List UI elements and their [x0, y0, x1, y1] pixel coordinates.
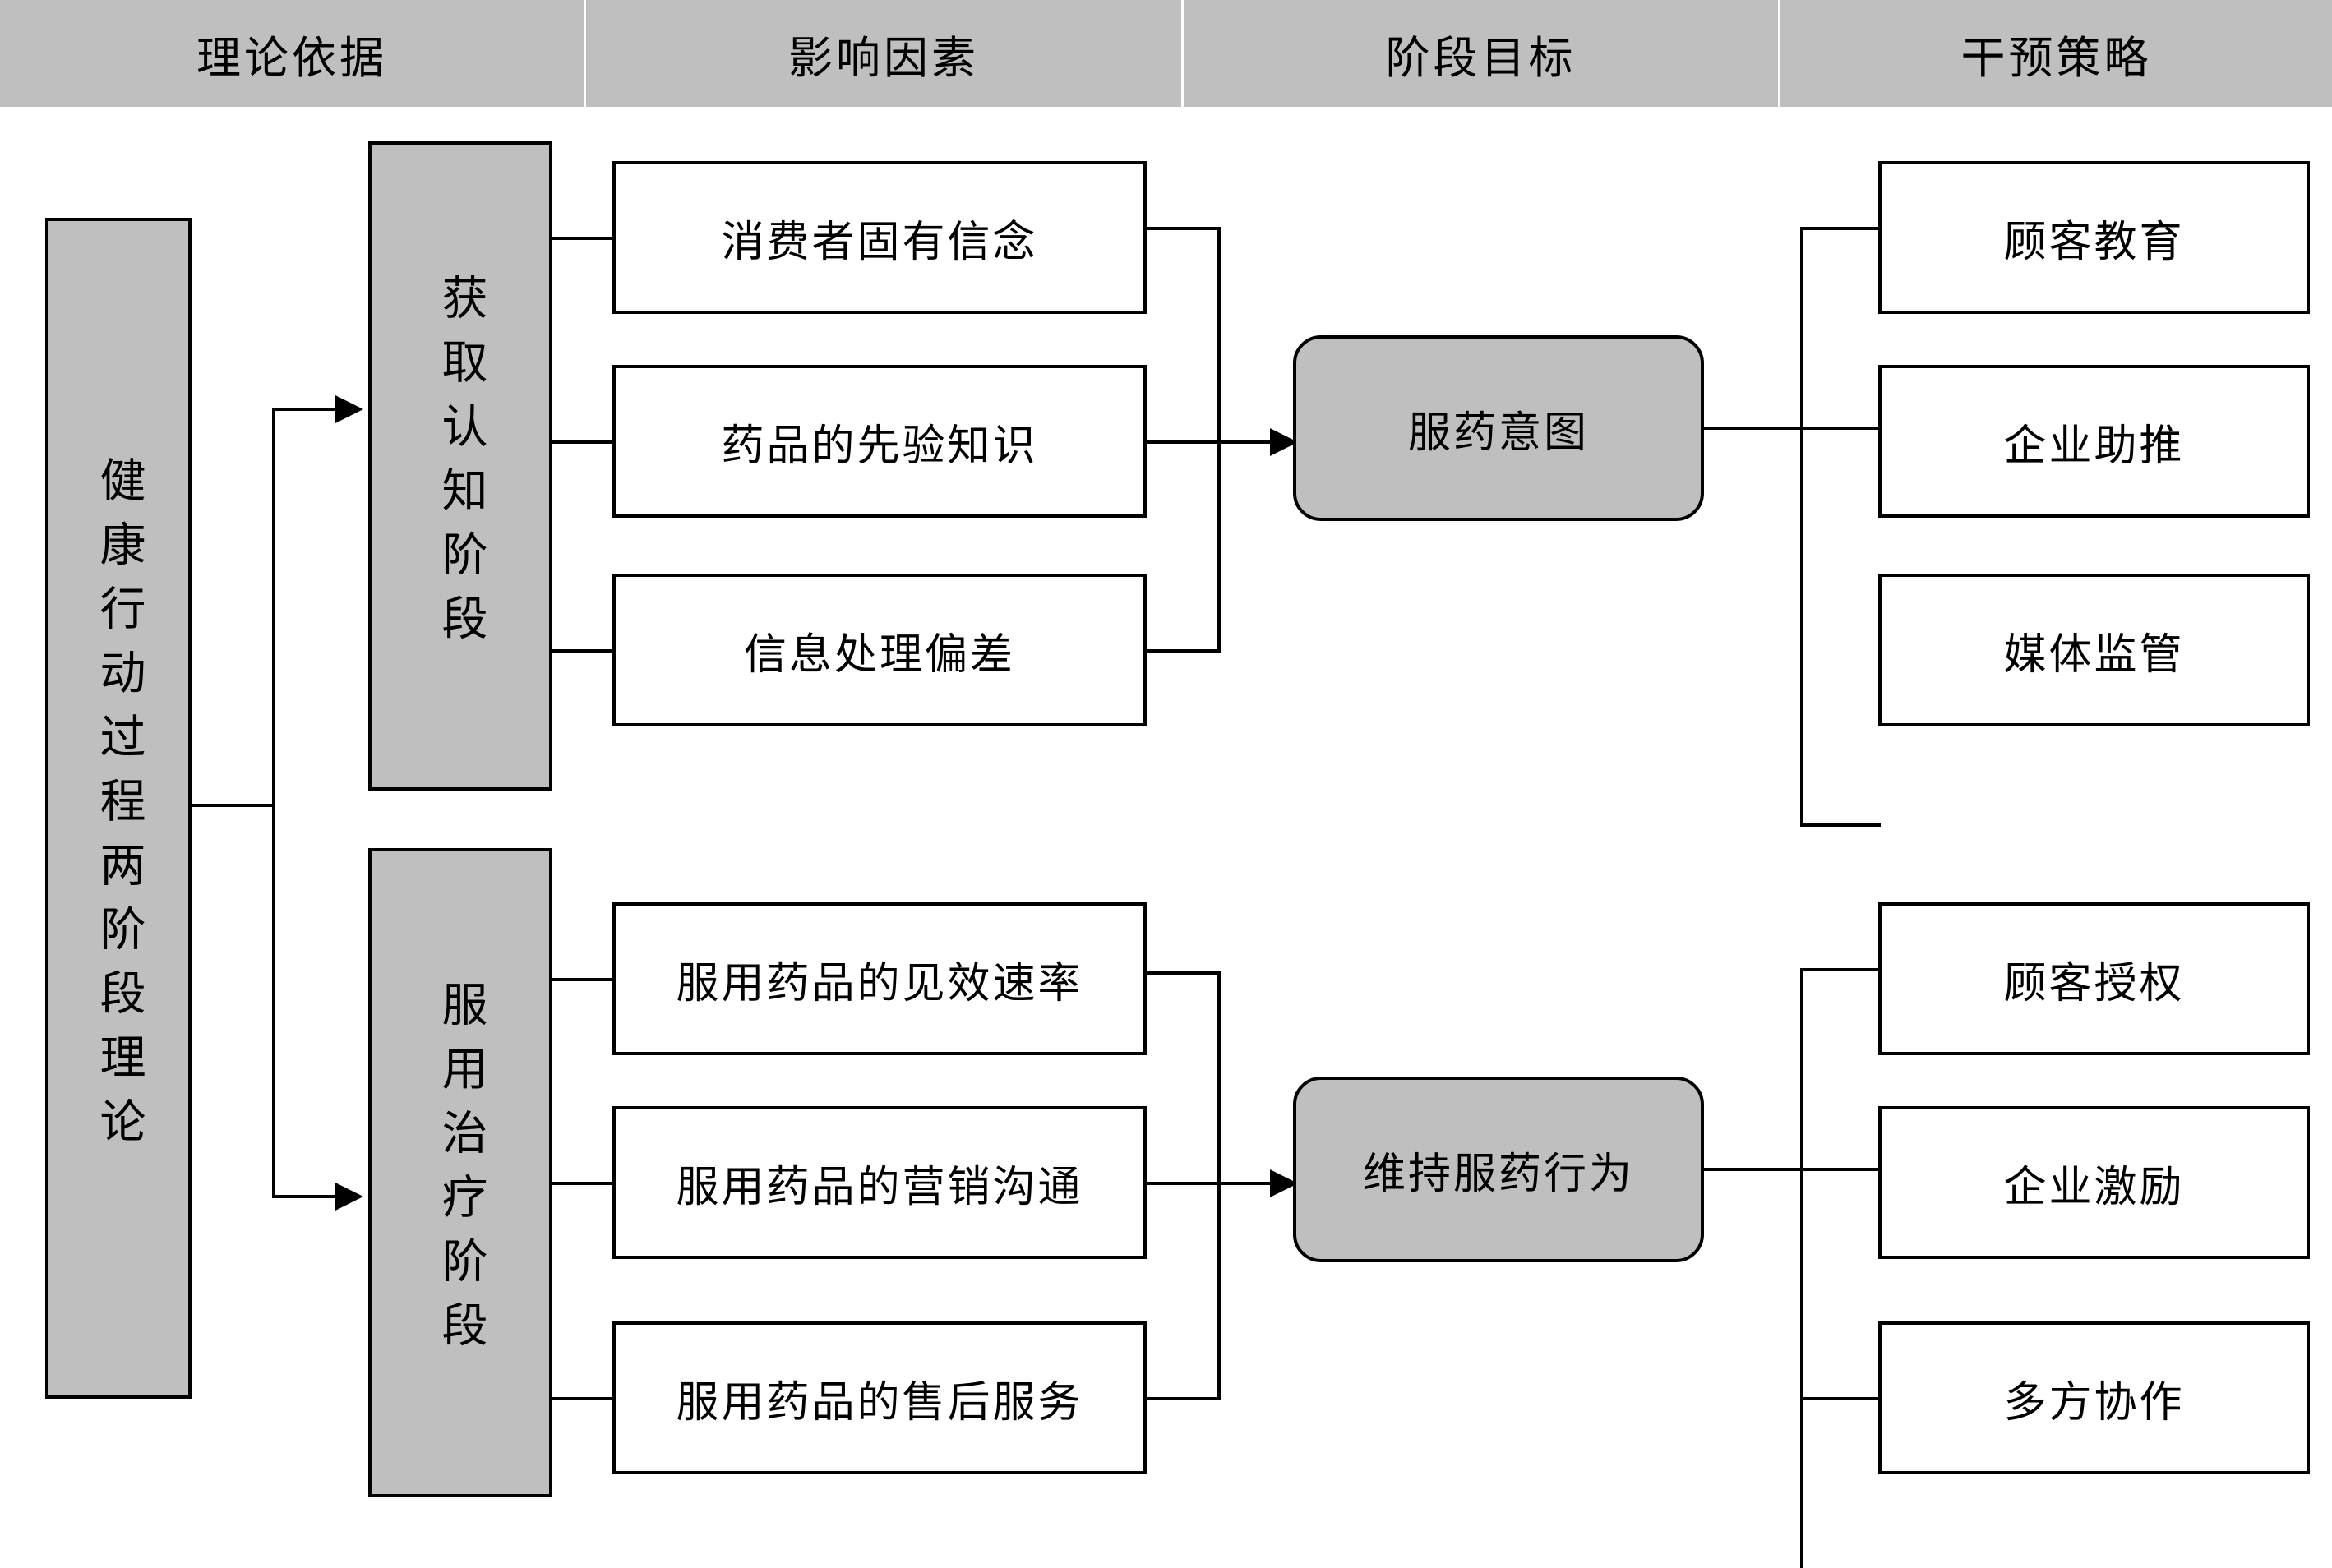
goal-box-intention-label: 服药意图	[1407, 409, 1589, 457]
header-divider-3	[1778, 0, 1780, 107]
factor-box-s1-3-label: 信息处理偏差	[743, 631, 1015, 679]
split2-spine	[1800, 968, 1803, 1568]
stage-box-cognition[interactable]: 获取认知阶段	[368, 141, 552, 791]
column-header-theory: 理论依据	[196, 33, 387, 83]
column-header-goals: 阶段目标	[1385, 33, 1577, 83]
split1-branch-2	[1800, 427, 1881, 430]
factor-box-s1-3[interactable]: 信息处理偏差	[612, 574, 1147, 726]
goal-box-intention[interactable]: 服药意图	[1293, 335, 1704, 521]
strategy-box-s2-2-label: 企业激励	[2003, 1164, 2185, 1211]
stage-box-cognition-label: 获取认知阶段	[435, 274, 486, 658]
arrow-theory-to-stage1	[335, 395, 363, 423]
factor-box-s2-1-label: 服用药品的见效速率	[676, 960, 1083, 1008]
tie-stage2-factor1	[552, 978, 615, 981]
stage-box-treatment[interactable]: 服用治疗阶段	[368, 848, 552, 1497]
split2-branch-2	[1800, 1168, 1881, 1171]
strategy-box-s1-1-label: 顾客教育	[2003, 219, 2185, 266]
split1-branch-3	[1800, 823, 1881, 827]
theory-box[interactable]: 健康行动过程两阶段理论	[45, 218, 192, 1399]
strategy-box-s2-2[interactable]: 企业激励	[1878, 1106, 2310, 1259]
merge1-to-goal1	[1217, 440, 1316, 444]
strategy-box-s1-3[interactable]: 媒体监管	[1878, 574, 2310, 726]
tie-stage1-factor1	[552, 237, 615, 240]
factor-box-s2-2-label: 服用药品的营销沟通	[676, 1164, 1083, 1211]
tie-stage2-factor2	[552, 1182, 615, 1185]
goal-box-maintenance-label: 维持服药行为	[1362, 1151, 1634, 1198]
factor-box-s1-1[interactable]: 消费者固有信念	[612, 161, 1147, 314]
goal-box-maintenance[interactable]: 维持服药行为	[1293, 1077, 1704, 1262]
split2-branch-1	[1800, 968, 1881, 971]
theory-branch-stage1	[272, 408, 354, 411]
merge1-spine	[1217, 227, 1221, 653]
factor-box-s2-2[interactable]: 服用药品的营销沟通	[612, 1106, 1147, 1259]
factor-box-s1-2[interactable]: 药品的先验知识	[612, 365, 1147, 518]
factor-box-s1-2-label: 药品的先验知识	[721, 422, 1038, 470]
merge2-branch-mid	[1147, 1182, 1221, 1185]
factor-box-s2-1[interactable]: 服用药品的见效速率	[612, 902, 1147, 1055]
merge1-branch-mid	[1147, 440, 1221, 444]
theory-connector-spine	[272, 408, 275, 1198]
merge2-spine	[1217, 971, 1221, 1400]
tie-stage1-factor3	[552, 649, 615, 653]
column-header-factors: 影响因素	[788, 33, 979, 83]
split2-branch-3	[1800, 1397, 1881, 1400]
strategy-box-s2-1-label: 顾客授权	[2003, 960, 2185, 1008]
split2-stem	[1704, 1168, 1803, 1171]
theory-branch-stage2	[272, 1195, 354, 1198]
theory-box-label: 健康行动过程两阶段理论	[93, 455, 144, 1161]
merge2-to-goal2	[1217, 1182, 1316, 1185]
strategy-box-s2-3-label: 多方协作	[2003, 1379, 2185, 1427]
header-divider-1	[584, 0, 586, 107]
strategy-box-s1-2-label: 企业助推	[2003, 422, 2185, 470]
merge1-branch-top	[1147, 227, 1221, 230]
merge2-branch-bottom	[1147, 1397, 1221, 1400]
factor-box-s2-3-label: 服用药品的售后服务	[676, 1379, 1083, 1427]
tie-stage1-factor2	[552, 440, 615, 444]
stage-box-treatment-label: 服用治疗阶段	[435, 980, 486, 1365]
strategy-box-s2-3[interactable]: 多方协作	[1878, 1321, 2310, 1474]
strategy-box-s1-1[interactable]: 顾客教育	[1878, 161, 2310, 314]
strategy-box-s1-2[interactable]: 企业助推	[1878, 365, 2310, 518]
header-divider-2	[1181, 0, 1184, 107]
split1-spine	[1800, 227, 1803, 827]
column-header-band: 理论依据 影响因素 阶段目标 干预策略	[0, 0, 2332, 107]
strategy-box-s1-3-label: 媒体监管	[2003, 631, 2185, 679]
arrow-theory-to-stage2	[335, 1183, 363, 1211]
merge2-branch-top	[1147, 971, 1221, 975]
strategy-box-s2-1[interactable]: 顾客授权	[1878, 902, 2310, 1055]
factor-box-s2-3[interactable]: 服用药品的售后服务	[612, 1321, 1147, 1474]
factor-box-s1-1-label: 消费者固有信念	[721, 219, 1038, 266]
theory-connector-stem	[192, 804, 275, 807]
merge1-branch-bottom	[1147, 649, 1221, 653]
split1-branch-1	[1800, 227, 1881, 230]
tie-stage2-factor3	[552, 1397, 615, 1400]
column-header-strategies: 干预策略	[1960, 33, 2152, 83]
split1-stem	[1704, 427, 1803, 430]
